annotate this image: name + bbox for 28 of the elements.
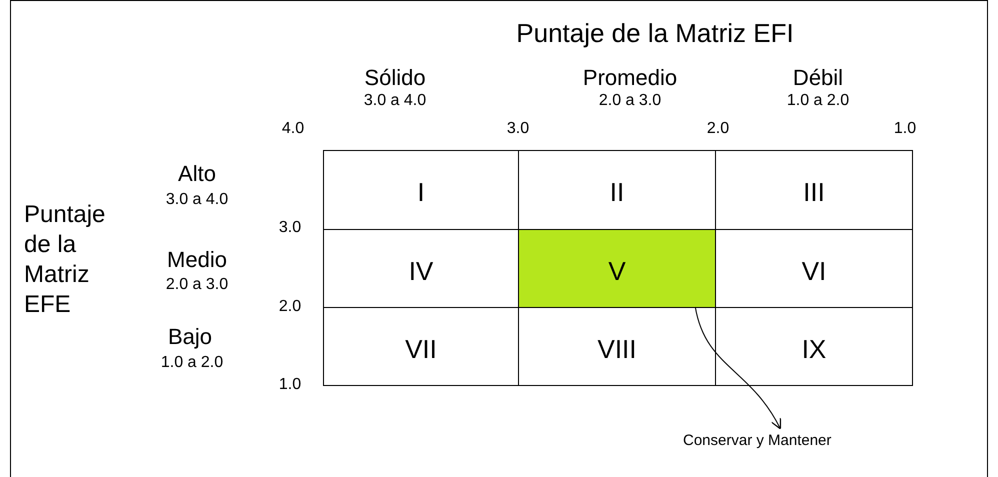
matrix-cell: VII — [323, 307, 519, 386]
score-range: 1.0 a 2.0 — [786, 91, 850, 111]
axis-tick-label: 2.0 — [278, 297, 302, 317]
axis-tick-label: 3.0 — [278, 218, 302, 238]
matrix-cell: III — [715, 150, 913, 230]
axis-tick-label: 3.0 — [506, 119, 530, 139]
score-range: 3.0 a 4.0 — [166, 190, 228, 210]
column-heading: Alto — [178, 160, 216, 188]
column-heading: Bajo — [168, 323, 212, 350]
chart-title: Puntaje de la Matriz EFI — [516, 17, 794, 50]
matrix-cell: IX — [715, 307, 913, 386]
column-heading: Medio — [167, 246, 227, 274]
score-range: 3.0 a 4.0 — [364, 91, 426, 111]
matrix-cell: I — [323, 150, 519, 230]
column-heading: Sólido — [364, 64, 426, 92]
score-range: 2.0 a 3.0 — [166, 275, 228, 295]
axis-tick-label: 1.0 — [278, 375, 302, 395]
callout-text: Conservar y Mantener — [683, 430, 832, 452]
axis-title: Puntaje de la Matriz EFE — [24, 200, 106, 320]
axis-tick-label: 4.0 — [282, 119, 304, 139]
column-heading: Débil — [792, 64, 844, 92]
axis-tick-label: 1.0 — [894, 119, 916, 139]
score-range: 2.0 a 3.0 — [598, 91, 662, 111]
leader-arrow — [694, 306, 782, 430]
score-range: 1.0 a 2.0 — [160, 353, 224, 373]
column-heading: Promedio — [582, 64, 678, 92]
matrix-cell: V — [518, 229, 716, 308]
axis-tick-label: 2.0 — [706, 119, 730, 139]
